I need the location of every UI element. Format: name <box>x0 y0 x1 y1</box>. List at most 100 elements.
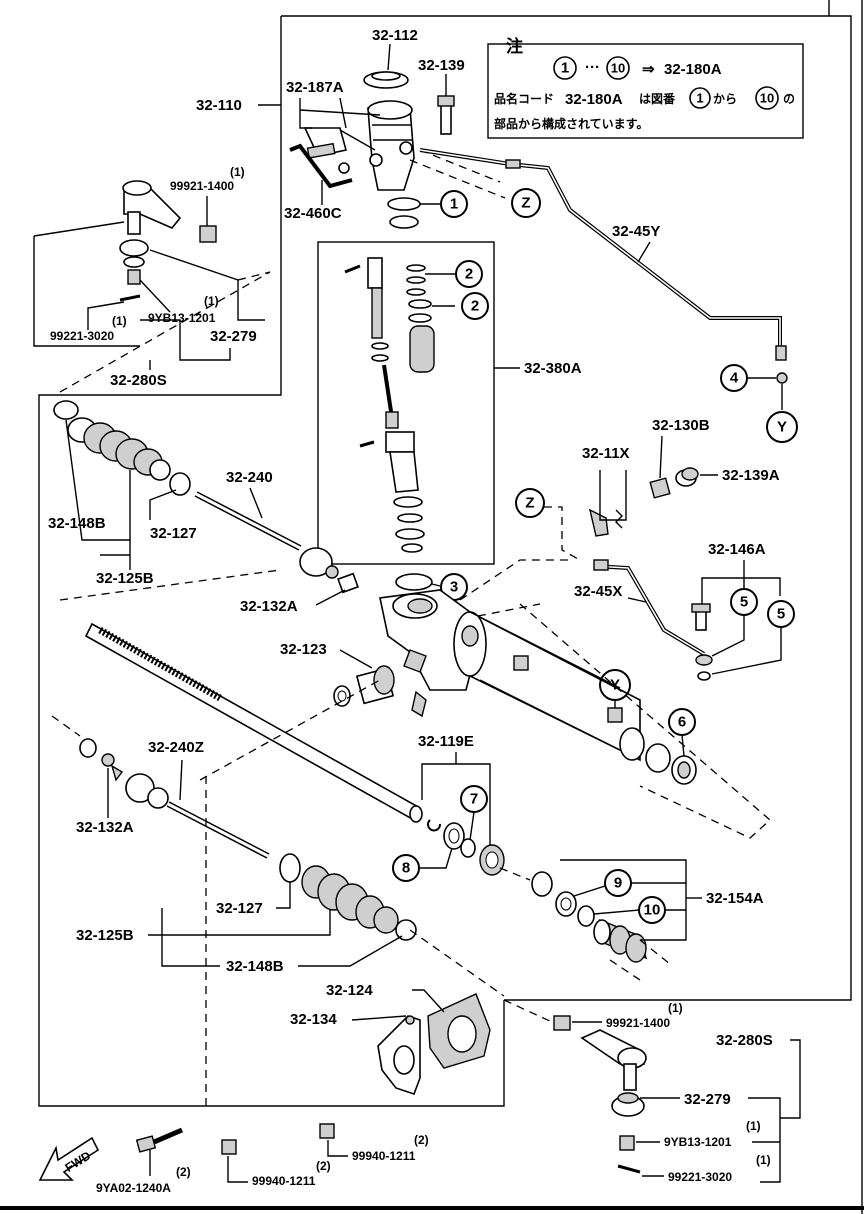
label-9YB13-1201-bottom: 9YB13-1201 <box>664 1135 732 1149</box>
qty-9YB-top: (1) <box>204 294 219 308</box>
label-32-130B: 32-130B <box>652 417 710 434</box>
label-32-45Y: 32-45Y <box>612 223 660 240</box>
qty-99921-top: (1) <box>230 165 245 179</box>
label-32-154A: 32-154A <box>706 890 764 907</box>
label-32-139: 32-139 <box>418 57 465 74</box>
tie-rod-end-bottom <box>580 1029 647 1174</box>
nut-99940-1211-b <box>319 1123 335 1139</box>
callout-2a-text: 2 <box>465 266 473 283</box>
callout-1-text: 1 <box>450 196 458 213</box>
note-line2-e: の <box>783 92 795 106</box>
label-32-127-bottom: 32-127 <box>216 900 263 917</box>
qty-99921-bottom: (1) <box>668 1001 683 1015</box>
label-32-132A-bottom: 32-132A <box>76 819 134 836</box>
label-32-112: 32-112 <box>372 27 418 44</box>
pipe-32-45X <box>593 564 706 656</box>
label-32-139A: 32-139A <box>722 467 780 484</box>
dust-boot-32-154A <box>593 918 648 963</box>
callout-2b <box>461 292 489 320</box>
valve-internals <box>344 257 435 553</box>
tie-rod-32-240Z <box>79 738 270 859</box>
callout-5b-text: 5 <box>777 606 785 623</box>
bolt-9YA02-1240A <box>135 1127 183 1153</box>
nut-99940-1211-a <box>221 1139 237 1155</box>
qty-99940-a: (2) <box>316 1159 331 1173</box>
note-line2-from: 1 <box>696 91 703 106</box>
ref-z-top-text: Z <box>521 195 530 212</box>
label-32-380A: 32-380A <box>524 360 582 377</box>
callout-4-text: 4 <box>730 370 739 387</box>
bushing-32-123 <box>333 665 395 707</box>
pinion-housing-group <box>289 71 455 229</box>
nut-99921-1400-bottom <box>553 1015 571 1031</box>
qty-9YB-bottom: (1) <box>746 1119 761 1133</box>
callout-1 <box>440 190 468 218</box>
ref-y-mid-text: Y <box>610 677 620 694</box>
label-32-45X: 32-45X <box>574 583 622 600</box>
label-32-460C: 32-460C <box>284 205 342 222</box>
callout-2b-text: 2 <box>471 298 479 315</box>
main-frame <box>38 16 505 1107</box>
label-99921-1400-top: 99921-1400 <box>170 179 234 193</box>
ref-z-mid <box>515 488 545 518</box>
note-title: 注 <box>506 36 523 56</box>
label-32-280S-top: 32-280S <box>110 372 167 389</box>
label-99921-1400-bottom: 99921-1400 <box>606 1016 670 1030</box>
callout-5a-text: 5 <box>740 594 748 611</box>
label-32-146A: 32-146A <box>708 541 766 558</box>
callout-3-text: 3 <box>450 579 458 596</box>
note-range-from: 1 <box>561 60 569 77</box>
clamp-32-134 <box>377 1015 421 1096</box>
seal-ring <box>387 197 421 211</box>
mount-32-124 <box>427 993 491 1069</box>
fwd-arrow-icon: FWD <box>38 1136 100 1181</box>
label-32-11X: 32-11X <box>582 445 630 462</box>
label-32-124: 32-124 <box>326 982 373 999</box>
label-99221-3020-bottom: 99221-3020 <box>668 1170 732 1184</box>
callout-6-text: 6 <box>678 714 686 731</box>
label-32-134: 32-134 <box>290 1011 337 1028</box>
label-32-148B-top: 32-148B <box>48 515 106 532</box>
label-32-280S-bottom: 32-280S <box>716 1032 773 1049</box>
label-32-119E: 32-119E <box>418 733 474 750</box>
label-32-125B-bottom: 32-125B <box>76 927 134 944</box>
note-line2-to: 10 <box>760 91 774 106</box>
note-range-to: 10 <box>611 61 625 76</box>
label-32-110: 32-110 <box>196 97 242 114</box>
rack-housing <box>379 589 645 762</box>
label-9YB13-1201-top: 9YB13-1201 <box>148 311 216 325</box>
callout-2a <box>455 260 483 288</box>
qty-99221-bottom: (1) <box>756 1153 771 1167</box>
ref-z-mid-text: Z <box>525 495 534 512</box>
qty-9YA02: (2) <box>176 1165 191 1179</box>
qty-99221-top: (1) <box>112 314 127 328</box>
note-box: 注 1 ··· 10 ⇒ 32-180A 品名コード 32-180A は図番 1… <box>487 36 804 139</box>
label-32-132A-top: 32-132A <box>240 598 298 615</box>
qty-99940-b: (2) <box>414 1133 429 1147</box>
callout-10-text: 10 <box>644 902 661 919</box>
note-line2-c: は図番 <box>639 91 676 106</box>
valve-kit-box <box>317 241 495 565</box>
label-32-187A: 32-187A <box>286 79 344 96</box>
note-line3: 部品から構成されています。 <box>494 116 648 131</box>
ref-y-top <box>766 411 798 443</box>
callout-8-text: 8 <box>402 860 410 877</box>
callout-7-text: 7 <box>470 791 478 808</box>
note-line2-d: から <box>713 92 737 106</box>
label-32-279-top: 32-279 <box>210 328 257 345</box>
ref-z-top <box>511 188 541 218</box>
svg-text:···: ··· <box>585 59 600 76</box>
note-line2-b: 32-180A <box>565 91 623 108</box>
label-99940-1211-b: 99940-1211 <box>352 1149 416 1163</box>
label-99940-1211-a: 99940-1211 <box>252 1174 316 1188</box>
label-32-127-top: 32-127 <box>150 525 197 542</box>
pipe-32-460C <box>289 143 353 189</box>
note-arrow: ⇒ <box>642 61 655 78</box>
label-32-240Z: 32-240Z <box>148 739 204 756</box>
ref-y-top-text: Y <box>777 419 787 436</box>
outer-frame <box>281 15 852 1001</box>
rack-bar <box>84 622 423 823</box>
boot-right-bottom <box>279 853 417 941</box>
label-9YA02-1240A: 9YA02-1240A <box>96 1181 171 1195</box>
